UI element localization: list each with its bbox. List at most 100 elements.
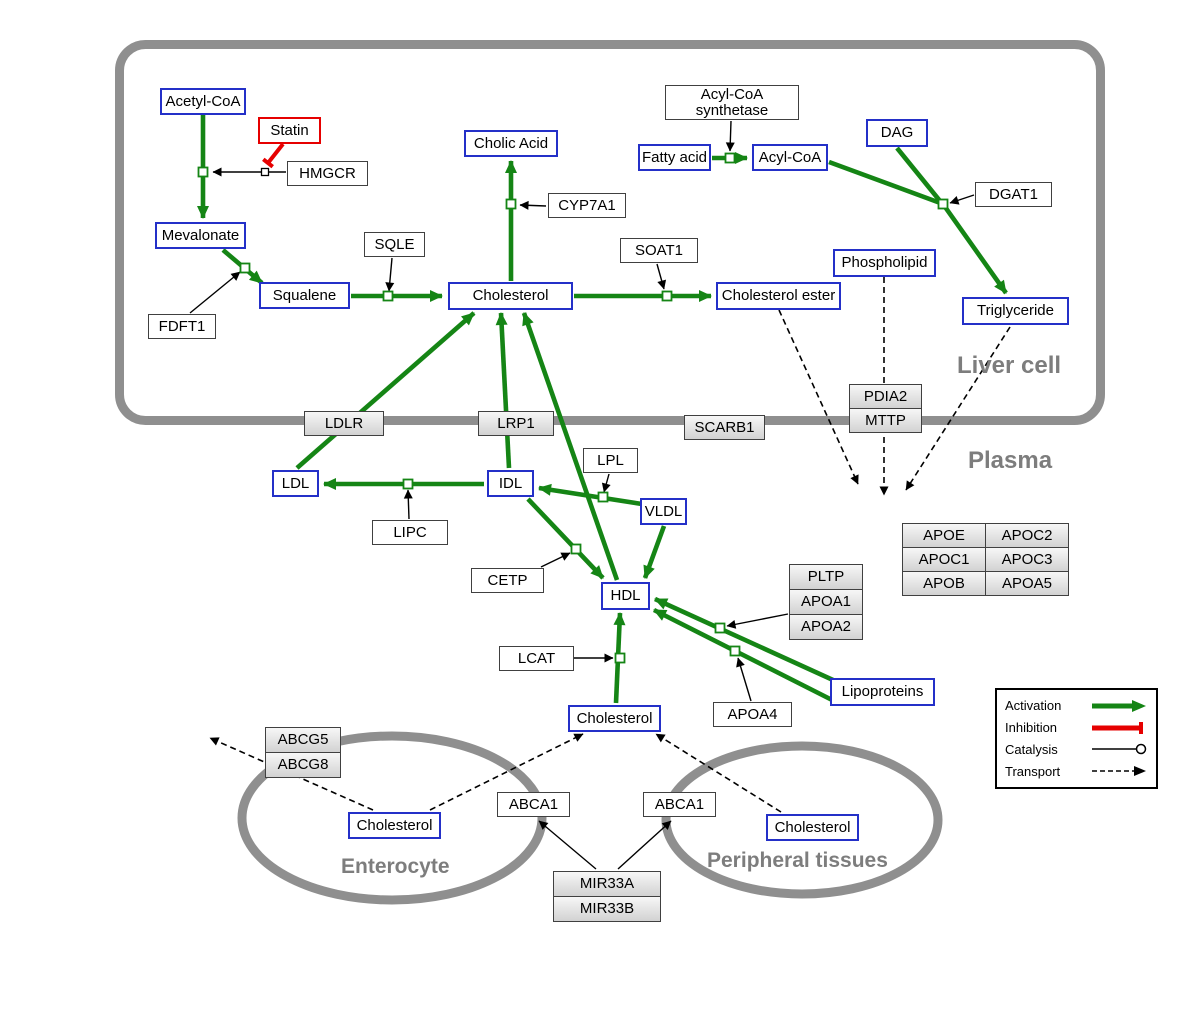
node-abcg5[interactable]: ABCG5: [265, 727, 341, 753]
node-cholesterol-liver[interactable]: Cholesterol: [448, 282, 573, 310]
node-lpl[interactable]: LPL: [583, 448, 638, 473]
node-triglyceride[interactable]: Triglyceride: [962, 297, 1069, 325]
transport-edges: [209, 277, 1011, 813]
node-vldl[interactable]: VLDL: [640, 498, 687, 525]
node-lrp1[interactable]: LRP1: [478, 411, 554, 436]
enterocyte-label: Enterocyte: [341, 855, 450, 878]
edge-apoa4-catalysis: [736, 657, 752, 702]
node-apoe[interactable]: APOE: [902, 523, 986, 548]
node-fdft1[interactable]: FDFT1: [148, 314, 216, 339]
node-ldl[interactable]: LDL: [272, 470, 319, 497]
apolipoprotein-table: APOE APOC2 APOC1 APOC3 APOB APOA5: [902, 523, 1069, 596]
node-phospholipid[interactable]: Phospholipid: [833, 249, 936, 277]
node-hdl[interactable]: HDL: [601, 582, 650, 610]
node-apoa2[interactable]: APOA2: [789, 614, 863, 640]
node-sqle[interactable]: SQLE: [364, 232, 425, 257]
node-mir33a[interactable]: MIR33A: [553, 871, 661, 897]
region-shapes: [115, 40, 1105, 905]
legend-inhibition-row: Inhibition: [1005, 720, 1148, 735]
edge-vldl-hdl: [642, 525, 667, 579]
node-statin[interactable]: Statin: [258, 117, 321, 144]
legend-transport-label: Transport: [1005, 763, 1061, 779]
legend-activation-row: Activation: [1005, 698, 1148, 713]
node-apoc2[interactable]: APOC2: [985, 523, 1069, 548]
edge-ldl-cholesterol: [295, 311, 476, 470]
enterocyte-shape: [237, 731, 547, 905]
node-apoa4[interactable]: APOA4: [713, 702, 792, 727]
node-lipc[interactable]: LIPC: [372, 520, 448, 545]
edge-soat1-catalysis: [656, 263, 667, 290]
edge-lipc-catalysis: [403, 489, 413, 520]
legend-inhibition-label: Inhibition: [1005, 720, 1058, 736]
node-soat1[interactable]: SOAT1: [620, 238, 698, 263]
edge-fdft1-catalysis: [189, 271, 241, 314]
edge-mir33-abca1-right: [617, 820, 672, 870]
edge-lipoproteins-hdl-upper: [654, 596, 834, 683]
node-dgat1[interactable]: DGAT1: [975, 182, 1052, 207]
liver-cell-shape: [115, 40, 1105, 425]
node-cholic-acid[interactable]: Cholic Acid: [464, 130, 558, 157]
node-cholesterol-plasma[interactable]: Cholesterol: [568, 705, 661, 732]
node-apob[interactable]: APOB: [902, 571, 986, 596]
node-acyl-coa2[interactable]: Acyl-CoA: [752, 144, 828, 171]
node-abca1-right[interactable]: ABCA1: [643, 792, 716, 817]
node-acyl-coa-synthetase[interactable]: Acyl-CoA synthetase: [665, 85, 799, 120]
node-mir33b[interactable]: MIR33B: [553, 896, 661, 922]
catalysis-edges: [189, 120, 975, 870]
node-abca1-left[interactable]: ABCA1: [497, 792, 570, 817]
acyl-coa-synthetase-line2: synthetase: [695, 101, 769, 119]
node-apoc1[interactable]: APOC1: [902, 547, 986, 572]
node-pltp[interactable]: PLTP: [789, 564, 863, 590]
edge-cyp7a1-catalysis: [519, 200, 547, 210]
edge-lipoproteins-hdl-lower: [652, 607, 842, 707]
node-dag[interactable]: DAG: [866, 119, 928, 147]
node-idl[interactable]: IDL: [487, 470, 534, 497]
edge-hdl-cholesterol: [521, 312, 620, 581]
statin-junction-square: [260, 167, 270, 177]
peripheral-tissues-label: Peripheral tissues: [707, 849, 888, 872]
liver-cell-label: Liver cell: [957, 352, 1062, 379]
peripheral-tissues-shape: [661, 741, 943, 899]
edge-cholesterolester-plasma: [778, 309, 859, 485]
edge-enterocyte-plasmacholesterol: [429, 733, 584, 811]
edge-lpl-catalysis: [601, 473, 611, 493]
inhibition-tbar-icon: [1092, 721, 1143, 734]
node-abcg8[interactable]: ABCG8: [265, 752, 341, 778]
edge-dgat1-catalysis: [949, 194, 975, 205]
node-pdia2[interactable]: PDIA2: [849, 384, 922, 409]
junction-nodes: [197, 152, 949, 664]
node-mttp[interactable]: MTTP: [849, 408, 922, 433]
edge-cetp-catalysis: [540, 552, 571, 568]
node-cholesterol-enterocyte[interactable]: Cholesterol: [348, 812, 441, 839]
edge-sqle-catalysis: [385, 257, 395, 292]
edge-idl-hdl: [526, 497, 605, 580]
node-cholesterol-peripheral[interactable]: Cholesterol: [766, 814, 859, 841]
node-lcat[interactable]: LCAT: [499, 646, 574, 671]
node-mevalonate[interactable]: Mevalonate: [155, 222, 246, 249]
legend-activation-label: Activation: [1005, 698, 1062, 714]
node-cyp7a1[interactable]: CYP7A1: [548, 193, 626, 218]
edge-acylcoasynthetase-catalysis: [725, 120, 735, 152]
edge-idl-cholesterol: [495, 312, 512, 469]
node-lipoproteins[interactable]: Lipoproteins: [830, 678, 935, 706]
node-cholesterol-ester[interactable]: Cholesterol ester: [716, 282, 841, 310]
edge-apostack-catalysis: [726, 613, 789, 629]
node-fatty-acid[interactable]: Fatty acid: [638, 144, 711, 171]
node-apoc3[interactable]: APOC3: [985, 547, 1069, 572]
node-apoa1[interactable]: APOA1: [789, 589, 863, 615]
plasma-label: Plasma: [968, 447, 1053, 474]
legend-box: Activation Inhibition Catalysis Transpor…: [995, 688, 1158, 789]
node-cetp[interactable]: CETP: [471, 568, 544, 593]
node-scarb1[interactable]: SCARB1: [684, 415, 765, 440]
edge-dag-triglyceride: [895, 146, 942, 203]
acyl-coa-synthetase-line1: Acyl-CoA: [700, 85, 764, 103]
legend-catalysis-label: Catalysis: [1005, 741, 1058, 757]
node-acetyl-coa[interactable]: Acetyl-CoA: [160, 88, 246, 115]
node-hmgcr[interactable]: HMGCR: [287, 161, 368, 186]
edge-mir33-abca1-left: [538, 820, 597, 870]
node-ldlr[interactable]: LDLR: [304, 411, 384, 436]
node-apoa5[interactable]: APOA5: [985, 571, 1069, 596]
node-squalene[interactable]: Squalene: [259, 282, 350, 309]
